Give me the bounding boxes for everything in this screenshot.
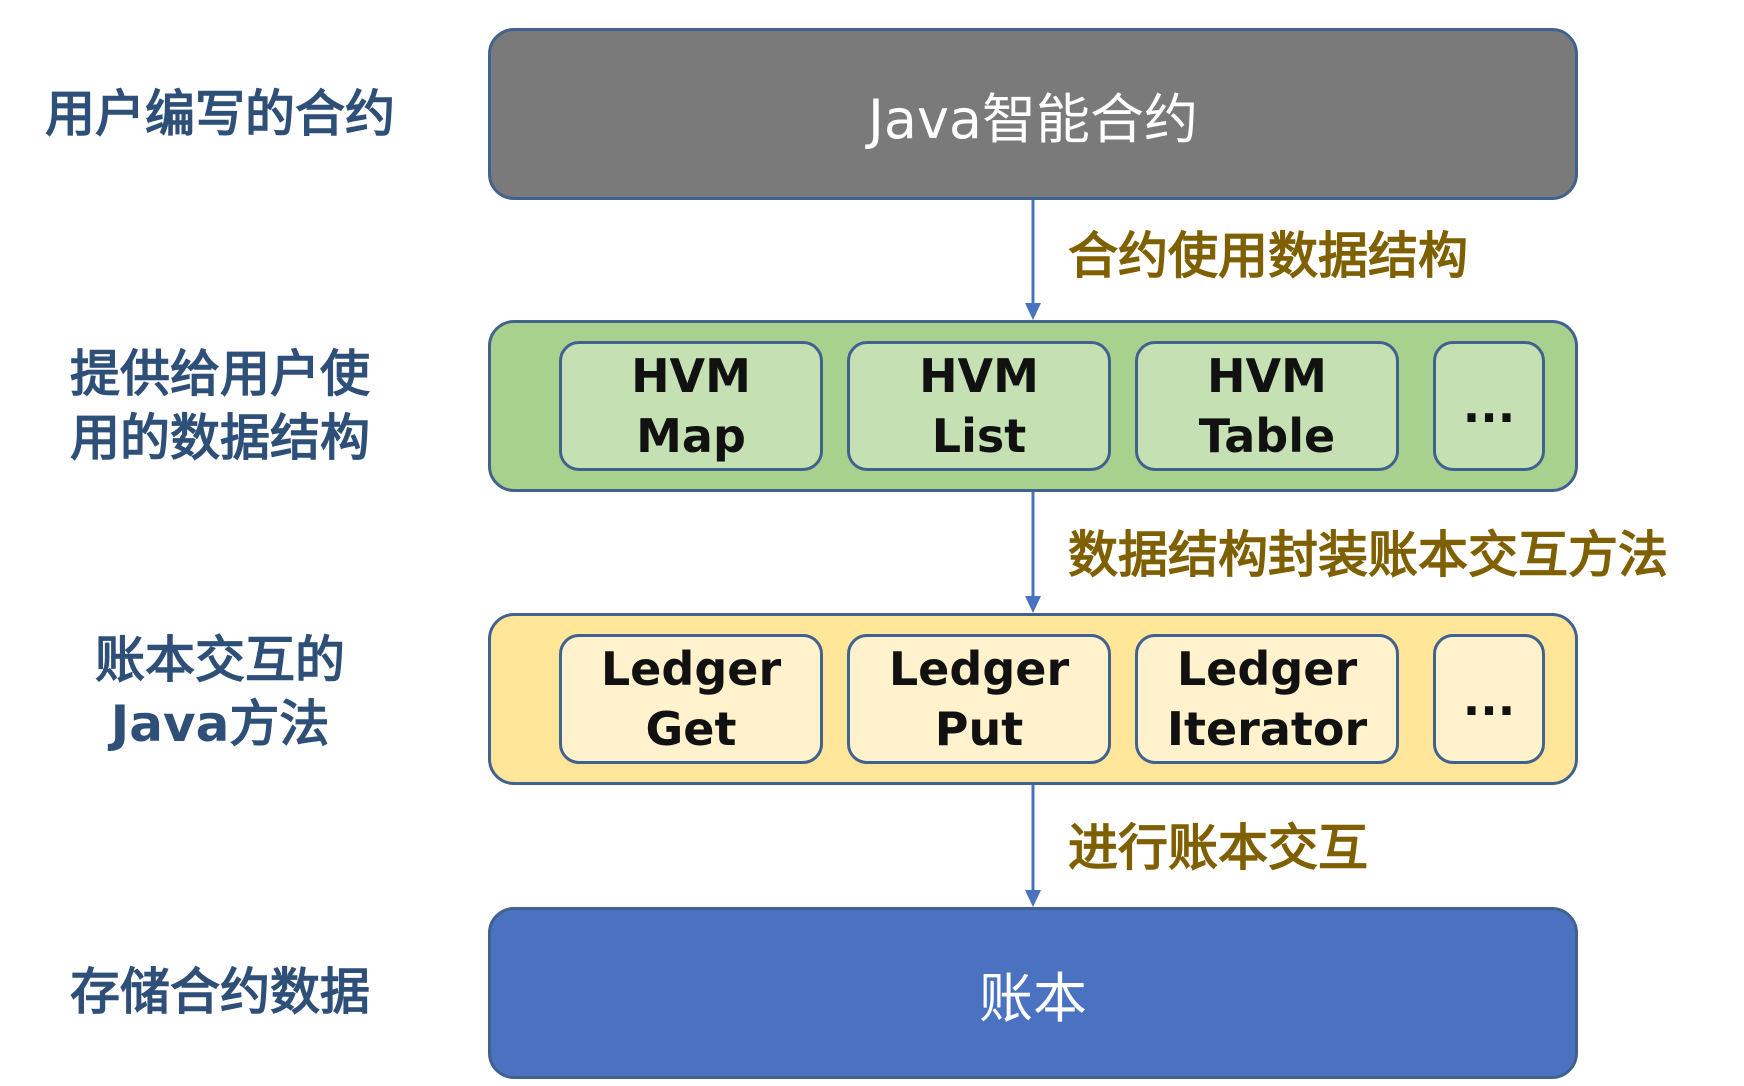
ledger-title: 账本 [979,966,1087,1030]
java-contract-title: Java智能合约 [867,87,1199,151]
hvm-map-box: HVM Map [559,341,823,471]
arrow-label-ledger-interaction: 进行账本交互 [1068,819,1368,877]
hvm-table-box: HVM Table [1135,341,1399,471]
ledger-iterator-box: Ledger Iterator [1135,634,1399,764]
hvm-more-box: ... [1433,341,1545,471]
ledger-put-box: Ledger Put [847,634,1111,764]
arrowhead-3 [1025,890,1041,907]
hvm-list-box: HVM List [847,341,1111,471]
hvm-data-structures-layer: HVM Map HVM List HVM Table ... [488,320,1578,492]
side-label-storage: 存储合约数据 [70,963,370,1021]
ledger-get-box: Ledger Get [559,634,823,764]
arrowhead-2 [1025,596,1041,613]
ledger-layer: 账本 [488,907,1578,1079]
side-label-ledger-methods: 账本交互的 Java方法 [95,631,345,753]
side-label-data-structures: 提供给用户使 用的数据结构 [70,345,370,467]
arrowhead-1 [1025,303,1041,320]
side-label-user-contract: 用户编写的合约 [45,85,395,143]
ledger-more-box: ... [1433,634,1545,764]
ledger-methods-layer: Ledger Get Ledger Put Ledger Iterator ..… [488,613,1578,785]
arrow-label-wraps-ledger-methods: 数据结构封装账本交互方法 [1068,526,1668,584]
java-contract-layer: Java智能合约 [488,28,1578,200]
arrow-label-uses-structures: 合约使用数据结构 [1068,227,1468,285]
